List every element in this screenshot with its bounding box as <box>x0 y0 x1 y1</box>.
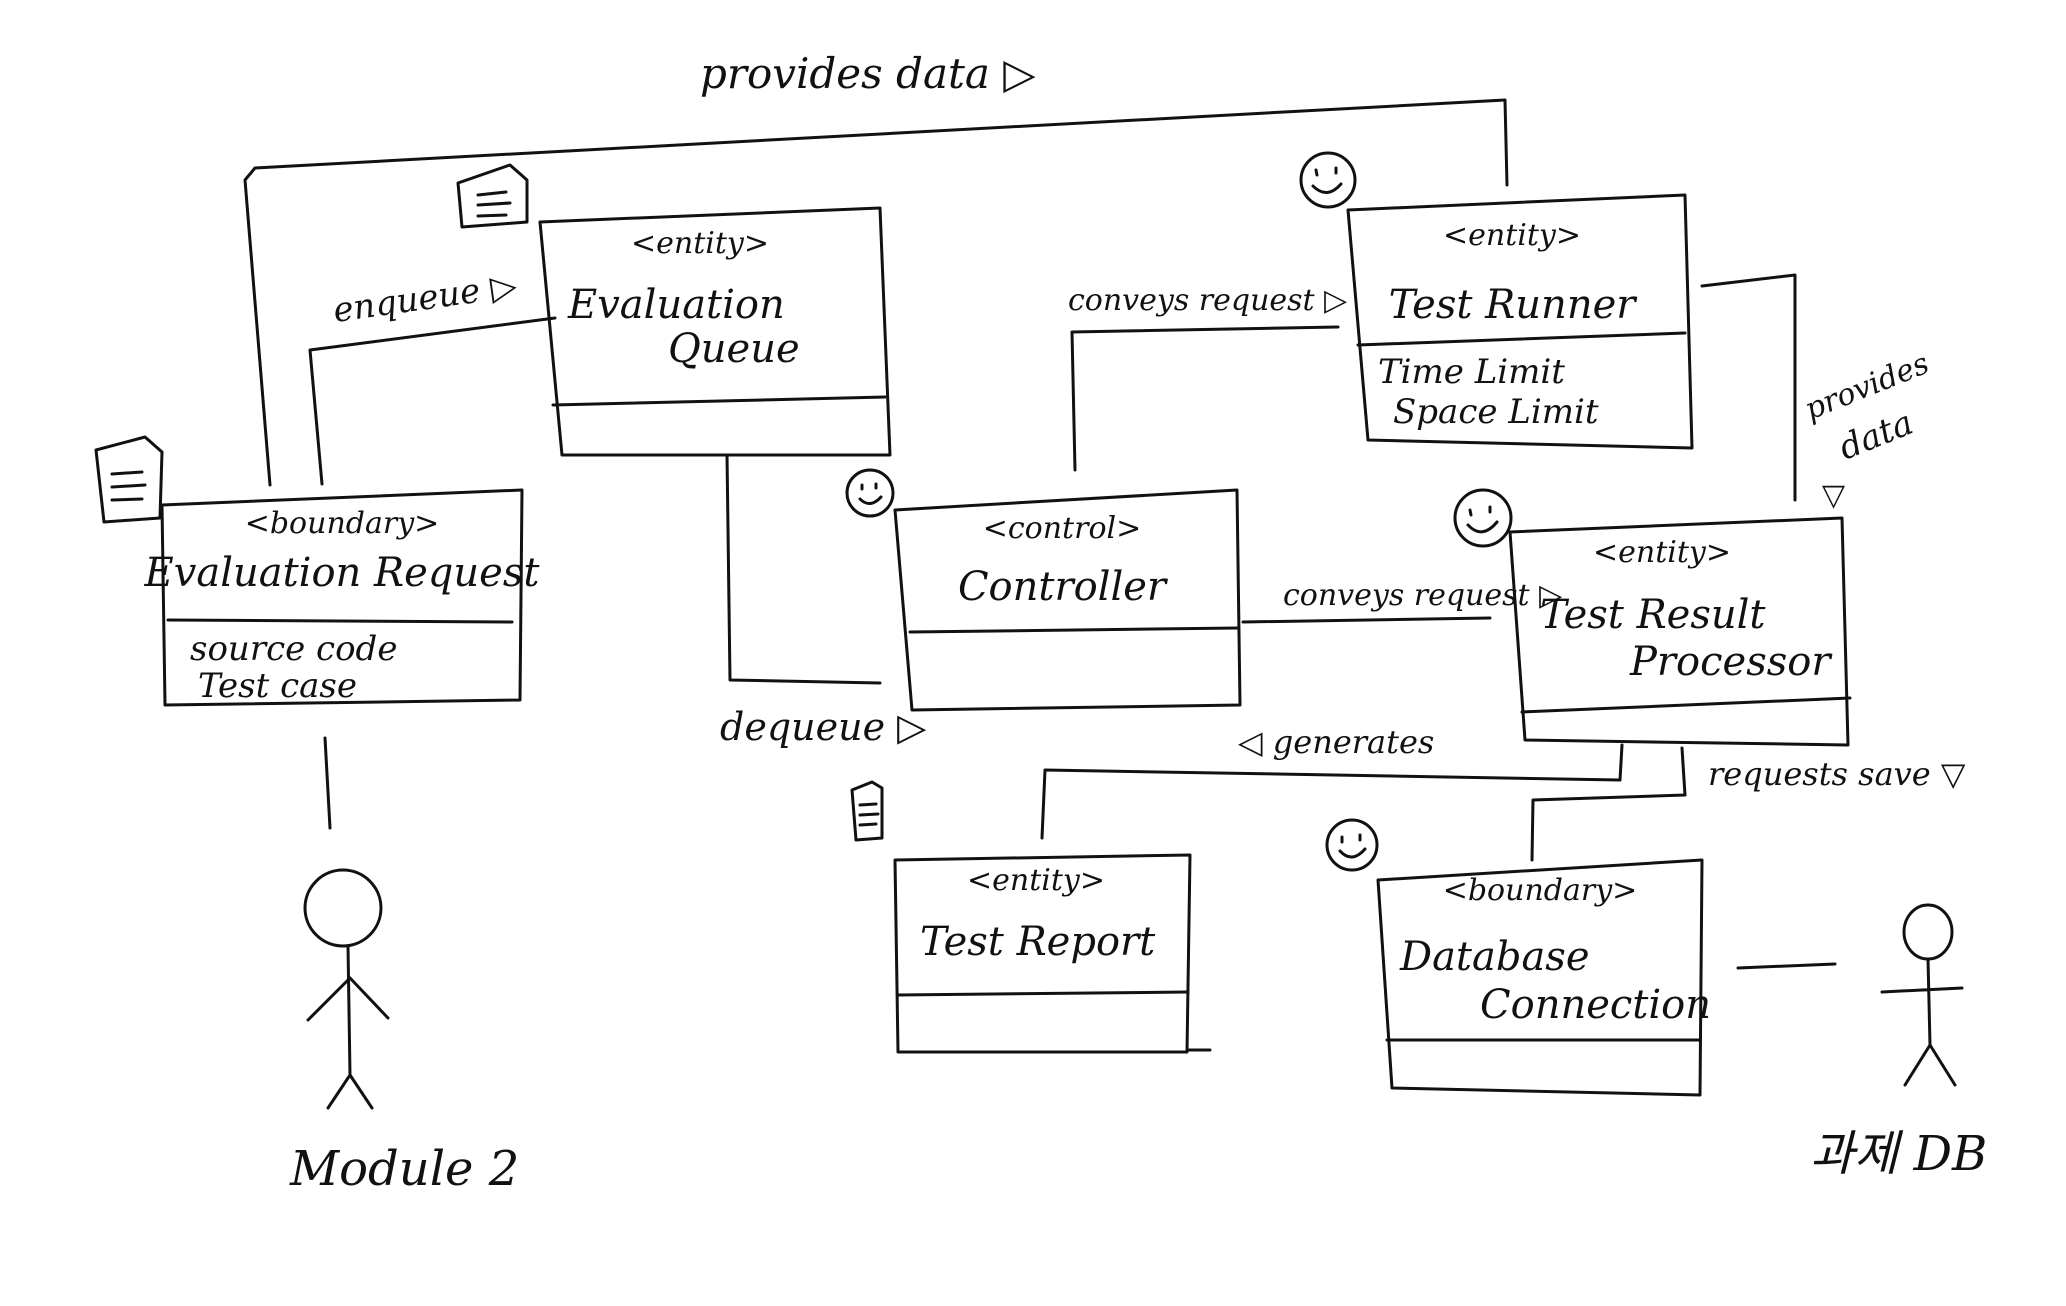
connectors <box>243 98 1837 970</box>
actor-body <box>306 944 390 1110</box>
provides-data-top-line <box>243 98 1509 487</box>
generates-line <box>1040 743 1624 840</box>
class-box <box>538 206 892 457</box>
compartment-divider <box>896 990 1190 997</box>
class-name: Evaluation Request <box>144 550 541 596</box>
class-name: Test Report <box>920 919 1156 965</box>
class-name-line-1: Test Result <box>1540 592 1766 638</box>
compartment-divider <box>551 395 887 407</box>
class-evaluation-queue: <entity> Evaluation Queue <box>456 163 892 457</box>
edge-label-conveys-request-mid: conveys request ▷ <box>1283 578 1562 613</box>
edge-label-generates: ◁ generates <box>1238 723 1434 761</box>
class-box <box>160 488 524 707</box>
edge-label-provides-data-top: provides data ▷ <box>700 49 1036 98</box>
class-name-line-1: Evaluation <box>567 282 785 328</box>
document-icon <box>850 780 884 842</box>
stereotype-label: <entity> <box>967 863 1105 898</box>
edge-label-conveys-request-top: conveys request ▷ <box>1068 283 1347 318</box>
class-test-report: <entity> Test Report <box>850 780 1212 1054</box>
compartment-divider <box>1520 696 1852 714</box>
compartment-divider <box>908 626 1240 634</box>
actor-head <box>303 868 383 948</box>
stereotype-label: <entity> <box>631 226 769 261</box>
document-icon <box>94 435 164 524</box>
stereotype-label: <boundary> <box>245 506 440 541</box>
conveys-request-mid-line <box>1241 616 1492 624</box>
edge-arrow-provides-data-right: ▽ <box>1822 478 1845 513</box>
smiley-icon <box>1453 488 1513 548</box>
smiley-icon <box>845 468 895 518</box>
class-test-runner: <entity> Test Runner Time Limit Space Li… <box>1299 151 1694 450</box>
edge-label-enqueue: enqueue ▷ <box>331 265 520 330</box>
document-icon <box>456 163 529 229</box>
class-box <box>893 488 1242 712</box>
attribute: Space Limit <box>1393 392 1599 432</box>
class-name-line-2: Processor <box>1629 639 1833 685</box>
edge-label-requests-save: requests save ▽ <box>1708 755 1966 793</box>
stereotype-label: <boundary> <box>1443 873 1638 908</box>
enqueue-line <box>308 316 557 486</box>
attribute: Test case <box>198 666 357 706</box>
class-name: Controller <box>958 564 1169 610</box>
requests-save-line <box>1530 746 1687 862</box>
edge-label-provides-data-right: provides <box>1800 346 1934 427</box>
attribute: Time Limit <box>1378 352 1565 392</box>
class-name-line-2: Queue <box>668 326 800 372</box>
class-test-result-processor: <entity> Test Result Processor <box>1453 488 1852 747</box>
attribute: source code <box>190 629 397 669</box>
stereotype-label: <entity> <box>1593 535 1731 570</box>
class-box <box>893 853 1192 1054</box>
actor-module2: Module 2 <box>289 868 519 1197</box>
stereotype-label: <control> <box>983 511 1142 546</box>
actor-label: 과제 DB <box>1810 1126 1987 1182</box>
module2-association-line <box>323 736 332 830</box>
class-database-connection: <boundary> Database Connection <box>1325 818 1711 1097</box>
smiley-icon <box>1299 151 1357 209</box>
actor-label: Module 2 <box>289 1141 519 1197</box>
smiley-icon <box>1325 818 1379 872</box>
class-evaluation-request: <boundary> Evaluation Request source cod… <box>94 435 541 707</box>
class-name-line-1: Database <box>1399 934 1590 980</box>
provides-data-right-line <box>1700 273 1797 502</box>
class-box <box>1346 193 1694 450</box>
edge-label-dequeue: dequeue ▷ <box>720 705 927 749</box>
class-name: Test Runner <box>1389 282 1639 328</box>
class-name-line-2: Connection <box>1480 982 1711 1028</box>
compartment-divider <box>166 618 514 624</box>
db-association-line <box>1736 962 1837 970</box>
conveys-request-top-line <box>1070 325 1340 472</box>
class-box <box>1376 858 1704 1097</box>
dequeue-line <box>725 453 882 685</box>
stereotype-label: <entity> <box>1443 218 1581 253</box>
class-controller: <control> Controller <box>845 468 1242 712</box>
actor-body <box>1880 957 1964 1087</box>
actor-head <box>1902 903 1954 961</box>
compartment-divider <box>1356 331 1687 347</box>
class-box <box>1508 516 1850 747</box>
actor-assignment-db: 과제 DB <box>1810 903 1987 1182</box>
